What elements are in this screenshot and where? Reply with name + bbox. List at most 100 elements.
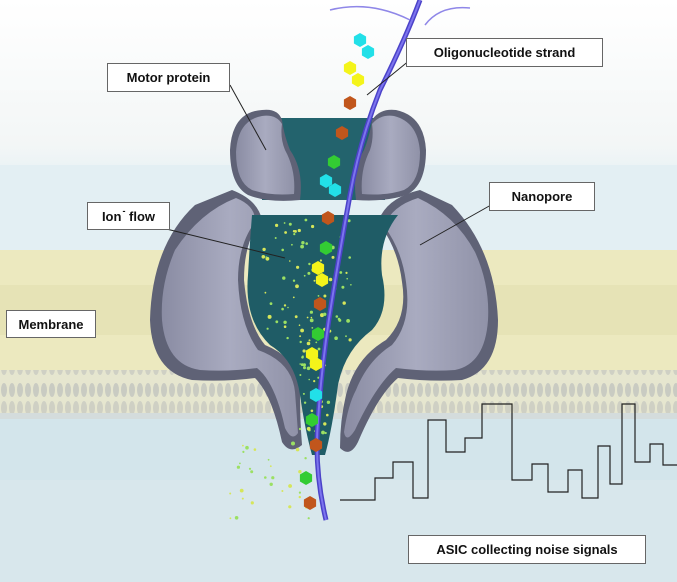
- base-green-hexagon: [311, 327, 325, 341]
- base-cyan-hexagon: [309, 388, 323, 402]
- ion-particle: [275, 320, 279, 324]
- ion-particle: [302, 392, 305, 395]
- ion-particle: [348, 256, 352, 259]
- base-orange-hexagon: [321, 211, 335, 225]
- ion-particle: [298, 470, 302, 474]
- base-orange-hexagon: [343, 96, 357, 110]
- base-orange-hexagon: [303, 496, 317, 510]
- ion-particle: [309, 310, 313, 314]
- ion-particle: [346, 277, 349, 280]
- ion-particle: [306, 426, 311, 431]
- ion-particle: [302, 349, 306, 353]
- ion-particle: [306, 341, 311, 346]
- ion-particle: [293, 233, 296, 236]
- ion-particle: [299, 363, 302, 365]
- ion-particle: [310, 409, 314, 413]
- ion-particle: [311, 327, 314, 329]
- ion-particle: [298, 495, 301, 499]
- ion-particle: [304, 218, 308, 222]
- ion-particle: [288, 222, 292, 226]
- ion-flow-label-suffix: flow: [125, 208, 156, 224]
- ion-particle: [292, 296, 295, 299]
- base-yellow-hexagon: [343, 61, 357, 75]
- ion-particle: [294, 315, 298, 319]
- ion-particle: [313, 279, 316, 282]
- ion-particle: [298, 324, 301, 327]
- ion-particle: [296, 265, 300, 269]
- ion-particle: [288, 484, 292, 488]
- ion-particle: [303, 274, 306, 277]
- ion-particle: [315, 341, 318, 344]
- ion-particle: [317, 347, 321, 351]
- ion-particle: [313, 380, 316, 383]
- ion-particle: [239, 462, 241, 465]
- ion-particle: [298, 427, 302, 431]
- ion-particle: [283, 320, 287, 324]
- ion-particle: [291, 243, 293, 246]
- ion-particle: [303, 401, 307, 404]
- ion-particle: [269, 465, 272, 468]
- ion-particle: [291, 441, 295, 446]
- ion-particle: [299, 340, 302, 344]
- ion-particle: [234, 516, 239, 520]
- ion-particle: [282, 276, 286, 280]
- ion-particle: [317, 376, 320, 379]
- ion-particle: [341, 285, 345, 289]
- ion-particle: [306, 316, 309, 319]
- base-yellow-hexagon: [315, 273, 329, 287]
- base-green-hexagon: [305, 413, 319, 427]
- ion-particle: [347, 219, 351, 223]
- ion-particle: [300, 328, 304, 333]
- ion-particle: [335, 315, 339, 318]
- oligonucleotide-strand-label: Oligonucleotide strand: [406, 38, 603, 67]
- motor-protein: [230, 109, 426, 201]
- ion-particle: [264, 291, 267, 294]
- base-cyan-hexagon: [361, 45, 375, 59]
- ion-particle: [292, 279, 296, 282]
- ion-particle: [295, 284, 299, 289]
- ion-particle: [261, 254, 266, 259]
- oligonucleotide-strand: [314, 0, 471, 521]
- ion-particle: [323, 294, 327, 298]
- ion-particle: [269, 302, 273, 305]
- membrane-label: Membrane: [6, 310, 96, 338]
- ion-particle: [348, 338, 352, 342]
- base-orange-hexagon: [313, 297, 327, 311]
- ion-particle: [301, 241, 305, 245]
- ion-particle: [307, 271, 311, 275]
- ion-particle: [271, 476, 275, 480]
- ion-particle: [250, 470, 254, 474]
- ion-particle: [345, 335, 347, 338]
- ion-particle: [326, 400, 331, 404]
- ion-particle: [281, 490, 284, 492]
- ion-particle: [328, 277, 333, 282]
- ion-particle: [281, 248, 285, 252]
- ion-particle: [342, 301, 346, 305]
- base-yellow-hexagon: [305, 347, 319, 361]
- ion-particle: [320, 313, 324, 318]
- ion-particle: [242, 444, 244, 447]
- ion-particle: [284, 231, 287, 234]
- ion-particle: [229, 492, 232, 495]
- ion-particle: [264, 476, 267, 479]
- ion-particle: [267, 458, 270, 461]
- ion-particle: [310, 316, 313, 319]
- ion-particle: [303, 366, 306, 370]
- ion-particle: [334, 336, 338, 341]
- ion-particle: [297, 228, 301, 233]
- ion-particle: [337, 317, 341, 321]
- ion-particle: [304, 457, 307, 460]
- base-cyan-hexagon: [328, 183, 342, 197]
- base-orange-hexagon: [335, 126, 349, 140]
- ion-particle: [309, 318, 314, 323]
- ion-particle: [239, 488, 244, 493]
- ion-particle: [287, 306, 289, 309]
- ion-charge-superscript: -: [122, 206, 126, 216]
- ion-particle: [345, 271, 348, 274]
- ion-particle: [274, 237, 277, 239]
- ion-particle: [253, 448, 257, 451]
- ion-particle: [346, 319, 350, 323]
- asic-noise-signal: [340, 403, 677, 501]
- base-cyan-hexagon: [319, 174, 333, 188]
